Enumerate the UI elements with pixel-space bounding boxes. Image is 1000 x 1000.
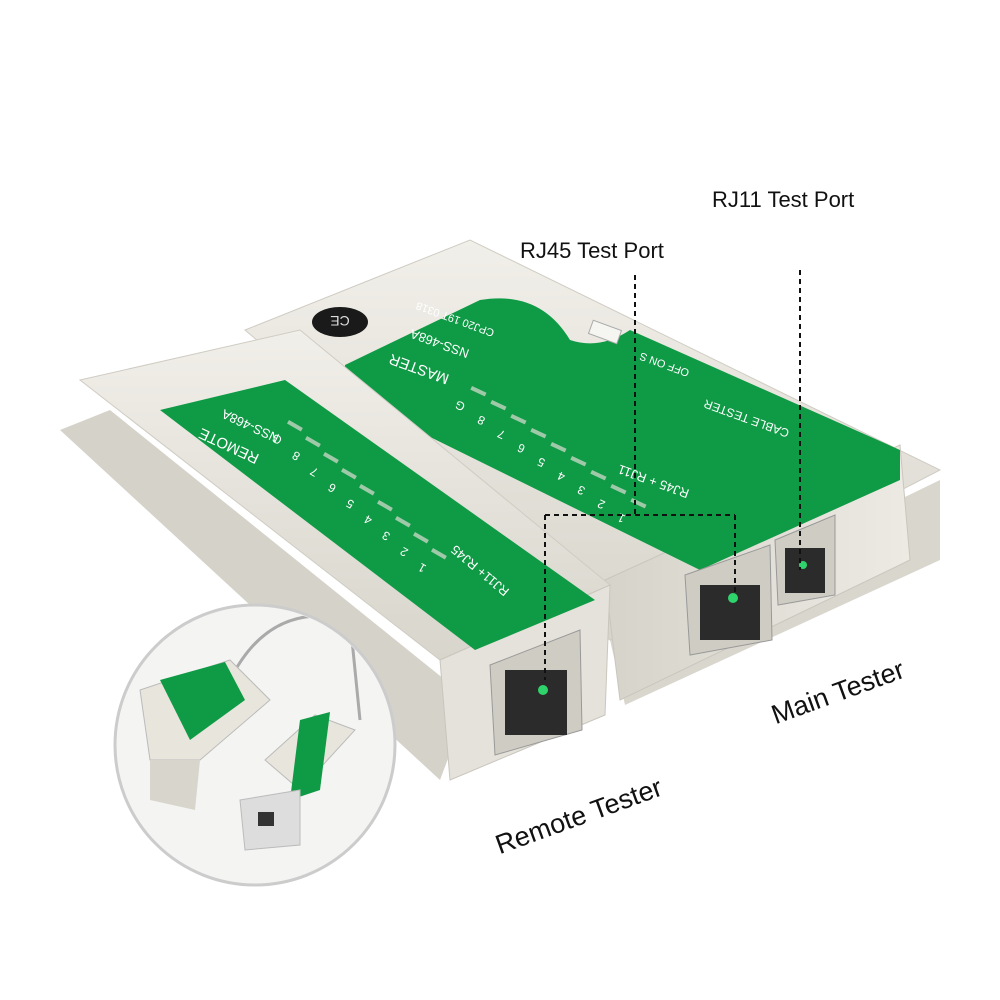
led-indicator (322, 452, 339, 464)
led-indicator (728, 593, 738, 603)
led-indicator (340, 467, 357, 480)
led-indicator (376, 500, 393, 512)
remote-rj45-port[interactable] (489, 629, 583, 756)
led-indicator (394, 516, 411, 528)
rj45-port-callout: RJ45 Test Port (520, 238, 664, 263)
ce-mark: CE (330, 313, 349, 329)
main-rj45-port[interactable] (684, 544, 773, 656)
led-indicator (286, 419, 303, 432)
led-indicator (490, 400, 507, 411)
led-indicator (412, 532, 429, 544)
ce-mark-badge (312, 307, 368, 337)
led-indicator (530, 428, 547, 439)
led-indicator (570, 456, 587, 467)
power-switch[interactable] (587, 319, 623, 345)
led-indicator (358, 483, 375, 496)
led-indicator (304, 435, 321, 448)
main-rj11-port[interactable] (774, 514, 836, 606)
led-indicator (610, 484, 627, 495)
callout-lines (544, 270, 801, 680)
led-indicator (590, 470, 607, 481)
led-indicator (470, 386, 487, 397)
inset-photo (113, 603, 397, 887)
led-indicator (550, 442, 567, 453)
main-tester: CE MASTER NSS-468A CPJ20 19T 0318 OFF ON… (244, 239, 942, 705)
main-green-panel (345, 298, 900, 570)
rj11-port-callout: RJ11 Test Port (712, 187, 855, 212)
remote-green-panel (160, 380, 595, 650)
led-indicator (430, 548, 447, 560)
led-indicator (510, 414, 527, 425)
led-indicator (538, 685, 548, 695)
